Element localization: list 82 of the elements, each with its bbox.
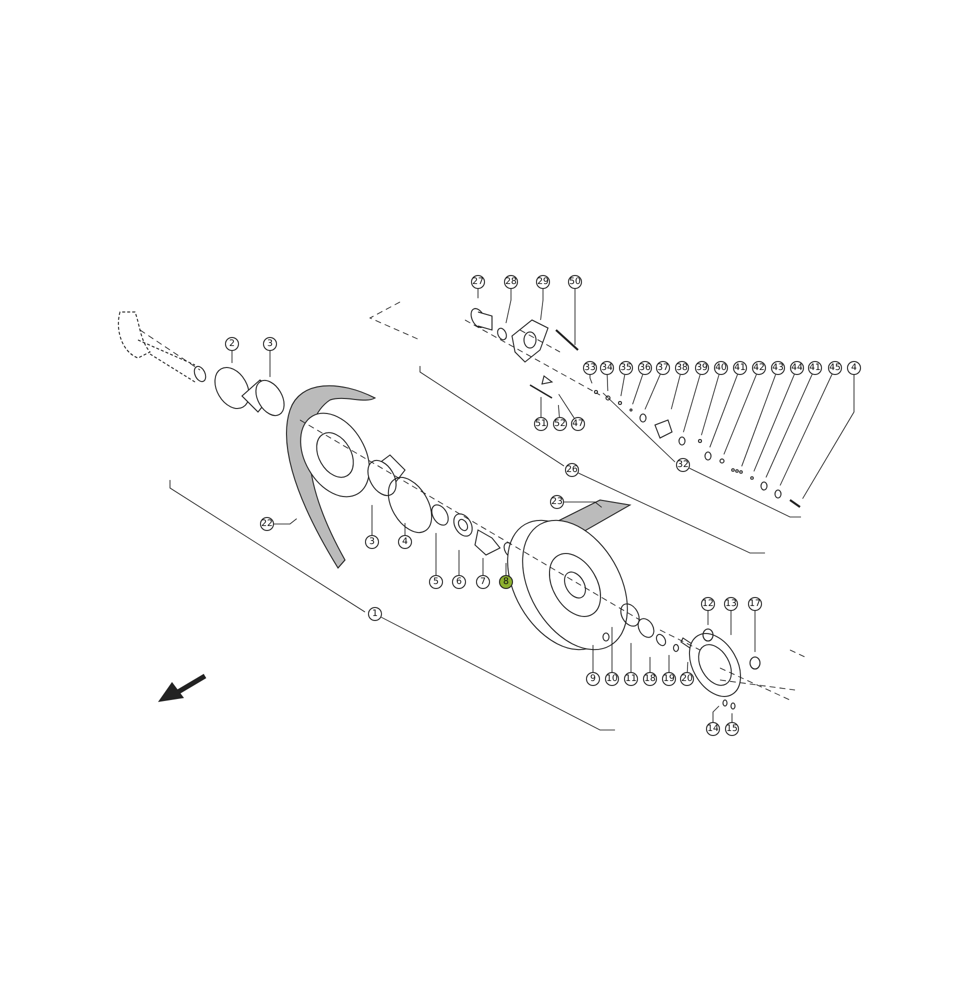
leader-line bbox=[540, 288, 544, 320]
callout-number: 1 bbox=[368, 607, 382, 621]
callout-number: 13 bbox=[724, 597, 738, 611]
leader-line bbox=[712, 706, 720, 722]
callout-number: 27 bbox=[471, 275, 485, 289]
leader-line bbox=[730, 610, 732, 636]
leader-line bbox=[590, 374, 592, 384]
callout-number: 14 bbox=[706, 722, 720, 736]
leader-line bbox=[558, 404, 560, 418]
leader-line bbox=[380, 616, 616, 730]
callout-number: 52 bbox=[553, 417, 567, 431]
leader-line bbox=[404, 522, 406, 536]
callout-number: 35 bbox=[619, 361, 633, 375]
callout-number: 41 bbox=[733, 361, 747, 375]
leader-line bbox=[724, 374, 757, 455]
leader-line bbox=[668, 654, 670, 672]
callout-number: 50 bbox=[568, 275, 582, 289]
leader-line bbox=[670, 374, 681, 410]
callout-number: 47 bbox=[571, 417, 585, 431]
leader-line bbox=[578, 472, 766, 554]
leader-line bbox=[630, 642, 632, 672]
leader-line bbox=[802, 374, 854, 500]
callout-number: 33 bbox=[583, 361, 597, 375]
callout-number: 18 bbox=[643, 672, 657, 686]
leader-line bbox=[558, 394, 575, 418]
callout-number: 10 bbox=[605, 672, 619, 686]
leader-line bbox=[766, 374, 812, 478]
leader-line bbox=[632, 374, 644, 405]
callout-number: 36 bbox=[638, 361, 652, 375]
leader-line bbox=[741, 374, 776, 467]
callout-number: 2 bbox=[225, 337, 239, 351]
callout-number: 12 bbox=[701, 597, 715, 611]
callout-number: 4 bbox=[847, 361, 861, 375]
leader-line bbox=[274, 518, 298, 524]
callout-number: 43 bbox=[771, 361, 785, 375]
callout-number: 8 bbox=[499, 575, 513, 589]
callout-number: 6 bbox=[452, 575, 466, 589]
callout-number: 7 bbox=[476, 575, 490, 589]
callout-number: 51 bbox=[534, 417, 548, 431]
leader-line bbox=[574, 288, 576, 346]
callout-number: 5 bbox=[429, 575, 443, 589]
callout-number: 19 bbox=[662, 672, 676, 686]
leader-line bbox=[606, 374, 608, 392]
leader-line bbox=[780, 374, 832, 486]
callout-number: 9 bbox=[586, 672, 600, 686]
callout-number: 23 bbox=[550, 495, 564, 509]
callout-number: 37 bbox=[656, 361, 670, 375]
callout-number: 44 bbox=[790, 361, 804, 375]
leader-line bbox=[644, 374, 661, 410]
callout-number: 32 bbox=[676, 458, 690, 472]
leader-line bbox=[458, 550, 460, 576]
callout-number: 22 bbox=[260, 517, 274, 531]
callout-number: 40 bbox=[714, 361, 728, 375]
callout-number: 3 bbox=[263, 337, 277, 351]
callout-number: 17 bbox=[748, 597, 762, 611]
leader-line bbox=[592, 644, 594, 672]
callout-number: 4 bbox=[398, 535, 412, 549]
leader-line bbox=[482, 558, 484, 576]
callout-number: 11 bbox=[624, 672, 638, 686]
callout-number: 26 bbox=[565, 463, 579, 477]
callout-number: 45 bbox=[828, 361, 842, 375]
leader-line bbox=[620, 374, 626, 396]
callout-number: 42 bbox=[752, 361, 766, 375]
callout-number: 34 bbox=[600, 361, 614, 375]
callout-number: 15 bbox=[725, 722, 739, 736]
callout-number: 20 bbox=[680, 672, 694, 686]
leader-line bbox=[506, 288, 512, 324]
leader-line bbox=[688, 468, 802, 518]
leader-line bbox=[709, 374, 738, 448]
callout-number: 29 bbox=[536, 275, 550, 289]
leader-line bbox=[754, 610, 756, 652]
leader-line bbox=[701, 374, 720, 436]
leader-line bbox=[686, 662, 688, 672]
callout-number: 28 bbox=[504, 275, 518, 289]
leader-line bbox=[540, 396, 542, 418]
callout-number: 38 bbox=[675, 361, 689, 375]
leader-line bbox=[754, 374, 795, 472]
leader-line bbox=[564, 502, 602, 508]
leader-line bbox=[683, 374, 700, 433]
callout-number: 41 bbox=[808, 361, 822, 375]
callout-number: 3 bbox=[365, 535, 379, 549]
callout-number: 39 bbox=[695, 361, 709, 375]
